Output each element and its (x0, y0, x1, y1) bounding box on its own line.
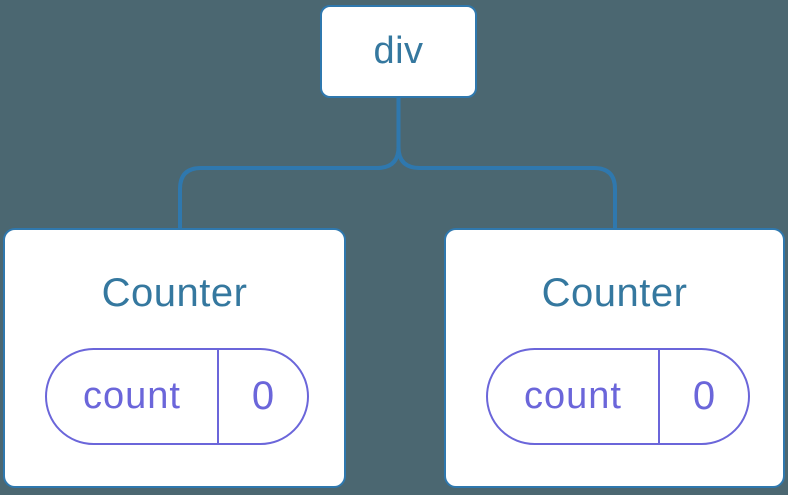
root-node-label: div (373, 30, 424, 72)
state-key-label: count (83, 375, 181, 417)
state-key-label: count (524, 375, 622, 417)
state-pill: count 0 (45, 348, 309, 445)
counter-title: Counter (541, 271, 688, 315)
root-node-div: div (320, 5, 477, 98)
state-pill: count 0 (486, 348, 750, 445)
state-value: 0 (217, 350, 307, 443)
counter-node-left: Counter count 0 (3, 228, 346, 488)
counter-node-right: Counter count 0 (444, 228, 785, 488)
counter-title: Counter (101, 271, 248, 315)
connector-right-branch (396, 96, 617, 230)
state-value: 0 (658, 350, 748, 443)
connector-left-branch (178, 96, 401, 230)
